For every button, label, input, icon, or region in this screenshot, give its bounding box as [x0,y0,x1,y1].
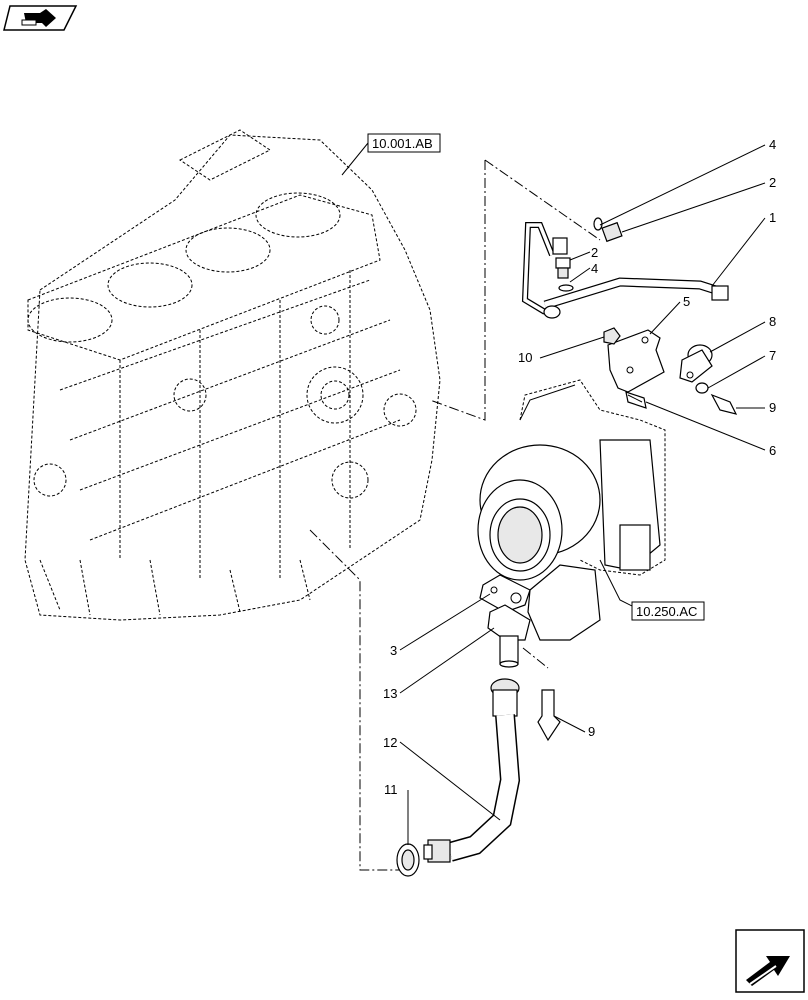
callout-9-upper: 9 [769,400,776,415]
callout-10: 10 [518,350,532,365]
navigate-arrow-icon[interactable] [735,929,805,993]
reference-block-label: 10.001.AB [372,136,433,151]
reference-turbo[interactable]: 10.250.AC [631,601,705,621]
callout-8: 8 [769,314,776,329]
fitting-2-lower [555,257,574,292]
bolt-9-lower [537,689,561,742]
callout-9-lower: 9 [588,724,595,739]
nut-10 [603,327,621,345]
callout-5: 5 [683,294,690,309]
adapter-8 [679,344,713,383]
leader-lines [399,144,766,845]
callout-7: 7 [769,348,776,363]
flange-13 [487,604,531,641]
bolt-9-upper [710,393,738,415]
view-orientation-icon[interactable] [3,5,78,31]
callout-12: 12 [383,735,397,750]
washer-7 [695,382,709,394]
reference-block[interactable]: 10.001.AB [367,133,441,153]
reference-turbo-label: 10.250.AC [636,604,697,619]
callout-6: 6 [769,443,776,458]
callout-13: 13 [383,686,397,701]
engine-block-outline [24,129,441,621]
callout-4-lower: 4 [591,261,598,276]
callout-1: 1 [769,210,776,225]
assembly-line-upper [429,159,601,421]
bracket-5 [607,329,665,393]
callout-2-lower: 2 [591,245,598,260]
callout-3: 3 [390,643,397,658]
oil-return-hose-12 [423,678,521,863]
assembly-line-lower [309,529,400,871]
callout-2: 2 [769,175,776,190]
turbocharger [477,379,666,641]
oil-supply-pipe [521,222,729,319]
bolt-6 [625,391,647,409]
callout-4: 4 [769,137,776,152]
callout-11: 11 [384,782,398,797]
